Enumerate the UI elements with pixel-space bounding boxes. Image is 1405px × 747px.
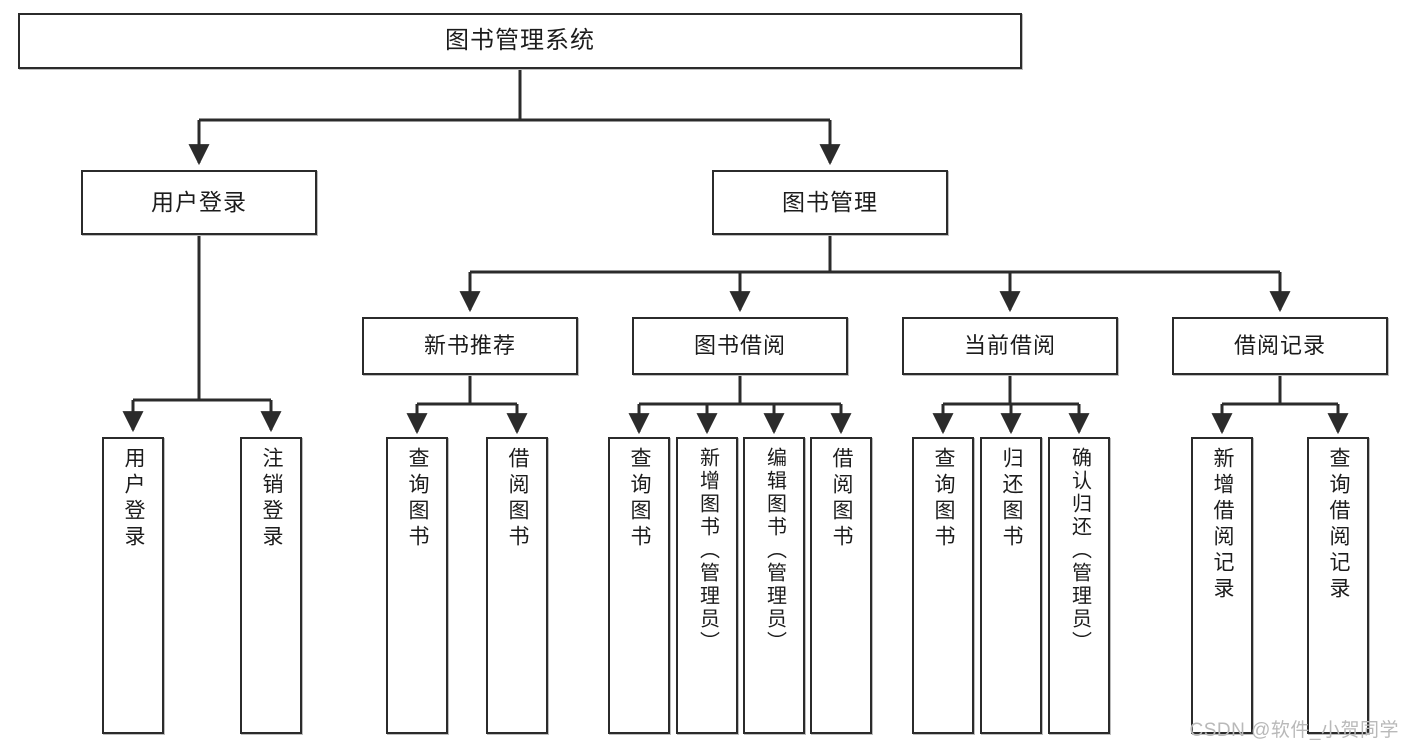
- node-label: 新书推荐: [423, 333, 516, 359]
- node-current-borrow[interactable]: 当前借阅: [902, 317, 1118, 375]
- leaf-borrow-edit-book-admin[interactable]: 编辑图书（管理员）: [743, 437, 805, 734]
- leaf-current-query-book[interactable]: 查询图书: [912, 437, 974, 734]
- leaf-borrow-query-book[interactable]: 查询图书: [608, 437, 670, 734]
- node-label: 借阅图书: [506, 447, 530, 551]
- node-label: 查询图书: [628, 447, 652, 551]
- leaf-user-login-login[interactable]: 用户登录: [102, 437, 164, 734]
- leaf-record-add-record[interactable]: 新增借阅记录: [1191, 437, 1253, 734]
- node-label: 归还图书: [1000, 447, 1024, 551]
- node-root-system[interactable]: 图书管理系统: [18, 13, 1022, 69]
- node-borrow-record[interactable]: 借阅记录: [1172, 317, 1388, 375]
- leaf-borrow-borrow-book[interactable]: 借阅图书: [810, 437, 872, 734]
- node-label: 查询借阅记录: [1327, 447, 1351, 603]
- node-new-book-recommend[interactable]: 新书推荐: [362, 317, 578, 375]
- node-label: 图书管理: [782, 189, 878, 216]
- node-label: 新增借阅记录: [1211, 447, 1235, 603]
- node-label: 借阅记录: [1233, 333, 1326, 359]
- node-label: 图书管理系统: [445, 27, 595, 54]
- node-label: 用户登录: [151, 189, 247, 216]
- leaf-current-confirm-return-admin[interactable]: 确认归还（管理员）: [1048, 437, 1110, 734]
- node-label: 当前借阅: [963, 333, 1056, 359]
- node-label: 用户登录: [122, 447, 146, 551]
- node-user-login[interactable]: 用户登录: [81, 170, 317, 235]
- leaf-record-query-record[interactable]: 查询借阅记录: [1307, 437, 1369, 734]
- leaf-recommend-borrow-book[interactable]: 借阅图书: [486, 437, 548, 734]
- node-label: 注销登录: [260, 447, 284, 551]
- node-book-management[interactable]: 图书管理: [712, 170, 948, 235]
- leaf-current-return-book[interactable]: 归还图书: [980, 437, 1042, 734]
- node-label: 新增图书（管理员）: [696, 447, 719, 654]
- node-label: 编辑图书（管理员）: [763, 447, 786, 654]
- node-label: 确认归还（管理员）: [1068, 447, 1091, 654]
- leaf-borrow-add-book-admin[interactable]: 新增图书（管理员）: [676, 437, 738, 734]
- node-book-borrow[interactable]: 图书借阅: [632, 317, 848, 375]
- node-label: 借阅图书: [830, 447, 854, 551]
- node-label: 图书借阅: [693, 333, 786, 359]
- node-label: 查询图书: [932, 447, 956, 551]
- leaf-user-login-logout[interactable]: 注销登录: [240, 437, 302, 734]
- node-label: 查询图书: [406, 447, 430, 551]
- watermark-text: CSDN @软件_小贺同学: [1189, 720, 1399, 741]
- leaf-recommend-query-book[interactable]: 查询图书: [386, 437, 448, 734]
